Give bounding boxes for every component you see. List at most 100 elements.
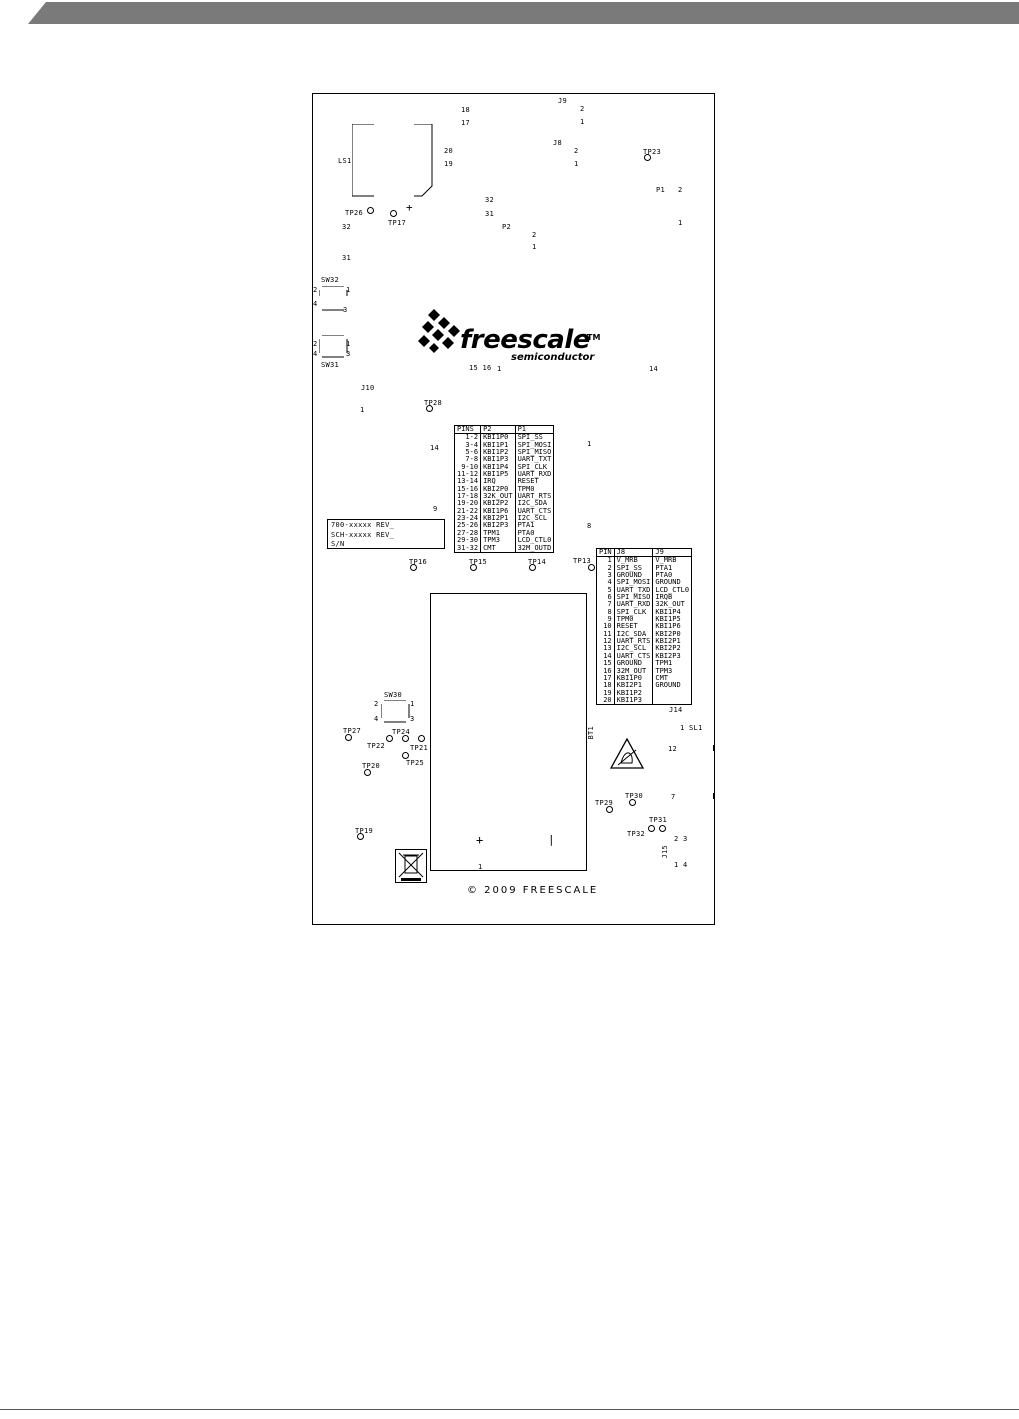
footer-rule [0, 1409, 1019, 1410]
tp19-pad [357, 833, 364, 840]
p2-pin-2: 2 [532, 231, 537, 239]
tp17-pad [390, 210, 397, 217]
pin-map-cell: 31-32 [453, 544, 482, 553]
pin-map-cell: SPI_CLK [514, 463, 555, 472]
copyright-notice: © 2009 FREESCALE [467, 885, 599, 896]
j-pin-map-cell: PTA1 [652, 564, 693, 573]
tp28-pad [426, 405, 433, 412]
pin-map-cell: UART_RTS [514, 492, 555, 501]
pin-map-header-cell: P1 [514, 425, 555, 435]
pin-map-cell: 3-4 [453, 441, 482, 450]
sw32-pin-1: 1 [346, 286, 351, 294]
logo-diamonds [418, 309, 460, 353]
pin-31-left-label: 31 [342, 254, 352, 262]
sw31-label: SW31 [321, 361, 340, 369]
j9-pin-1: 1 [580, 118, 585, 126]
serial-number: S/N [331, 540, 345, 548]
tp32-label: TP32 [627, 830, 646, 838]
sw32-label: SW32 [321, 276, 340, 284]
sw30-outline [381, 700, 410, 723]
ls1-label: LS1 [338, 157, 352, 165]
j-pin-map-cell: CMT [652, 674, 693, 683]
j-pin-map-cell: KBI2P3 [652, 652, 693, 661]
pin-map-cell: SPI_MISO [514, 448, 555, 457]
pin-map-cell: 11-12 [453, 470, 482, 479]
pin-map-cell: 23-24 [453, 514, 482, 523]
tp23-pad [644, 154, 651, 161]
tp22-pad [386, 735, 393, 742]
tp14-pad [529, 564, 536, 571]
esd-warning-icon [610, 738, 644, 769]
j-pin-map-cell [652, 696, 693, 705]
tp23-label: TP23 [643, 148, 662, 156]
logo-diamond [429, 343, 439, 353]
freescale-logo-mark [418, 309, 460, 353]
pin-map-cell: TPM0 [514, 485, 555, 494]
tp31-pad [659, 825, 666, 832]
j-pin-map-cell: KBI2P2 [652, 645, 693, 653]
j-pin-map-cell: PTA0 [652, 571, 693, 580]
tp30-pad [629, 799, 636, 806]
j14-edge-mark-lower [713, 793, 715, 799]
tp15-pad [470, 564, 477, 571]
tp31-label: TP31 [649, 816, 668, 824]
logo-diamond [422, 321, 434, 333]
pin-map-cell: 32M_OUTD [514, 544, 555, 553]
pin-map-cell: I2C_SCL [514, 514, 555, 523]
pin-map-cell: 13-14 [453, 478, 482, 486]
tp16-label: TP16 [409, 558, 428, 566]
tp20-label: TP20 [362, 762, 381, 770]
sw31-pin-3: 3 [346, 350, 351, 358]
tp27-pad [345, 734, 352, 741]
pin-12-label: 12 [668, 745, 678, 753]
tp28-label: TP28 [424, 399, 443, 407]
pin-map-cell: UART_CTS [514, 507, 555, 516]
tp17-label: TP17 [388, 219, 407, 227]
sl1-label: 1 SL1 [680, 724, 703, 732]
p1-label: P1 [656, 186, 666, 194]
pin-map-cell: 15-16 [453, 485, 482, 494]
header-banner-shape [28, 2, 1019, 24]
weee-bin-icon [395, 849, 427, 883]
sw30-pin-2: 2 [374, 700, 379, 708]
revision-sch: SCH-xxxxx REV_ [331, 530, 395, 539]
j8-pin-2: 2 [574, 147, 579, 155]
logo-trademark: TM [587, 333, 601, 342]
weee-cross-b [398, 852, 424, 878]
pin-map-cell: LCD_CTL0 [514, 536, 555, 545]
tp14-label: TP14 [528, 558, 547, 566]
sw30-pin-4: 4 [374, 715, 379, 723]
pin-14-right-label: 14 [649, 365, 659, 373]
tp24-pad [402, 735, 409, 742]
j14-edge-mark [713, 745, 715, 751]
sw30-body [381, 700, 410, 723]
sw31-pin-4: 4 [313, 350, 318, 358]
battery-minus-marker: | [548, 833, 555, 846]
pin-map-cell: 21-22 [453, 507, 482, 516]
pin-18-label: 18 [461, 106, 471, 114]
pin-map-cell: 9-10 [453, 463, 482, 472]
logo-diamond [428, 309, 440, 321]
p1-pin-1: 1 [678, 219, 683, 227]
j-pin-map-cell: LCD_CTL0 [652, 586, 693, 595]
pin-32-label: 32 [485, 196, 495, 204]
pin-map-cell: UART_TXT [514, 456, 555, 464]
tp32-pad [648, 825, 655, 832]
pin-20-label: 20 [444, 147, 454, 155]
j-pin-map-cell [652, 689, 693, 697]
logo-diamond [438, 317, 450, 329]
j15-label: J15 [661, 845, 669, 859]
